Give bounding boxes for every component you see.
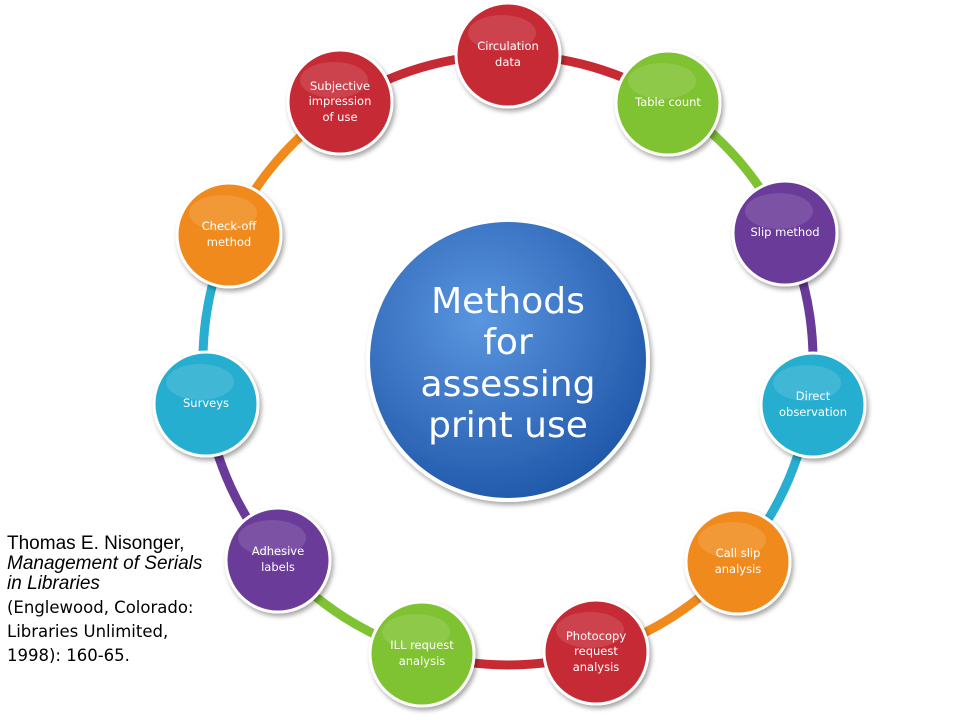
citation-publication: (Englewood, Colorado: Libraries Unlimite… [7,597,194,665]
citation-title: Management of Serials in Libraries [7,552,203,594]
node-subjective-impression-of-use [286,48,394,156]
node-highlight [382,614,450,650]
node-ill-request-analysis [368,600,476,708]
center-circle [366,218,650,502]
node-highlight [468,15,536,51]
node-highlight [773,365,841,401]
node-highlight [556,612,624,648]
node-highlight [189,195,257,231]
node-circulation-data [454,1,562,109]
node-direct-observation [759,351,867,459]
citation: Thomas E. Nisonger, Management of Serial… [7,534,207,668]
node-call-slip-analysis [684,508,792,616]
node-slip-method [731,179,839,287]
node-highlight [628,63,696,99]
node-check-off-method [175,181,283,289]
node-highlight [745,193,813,229]
node-highlight [166,364,234,400]
node-highlight [300,62,368,98]
node-photocopy-request-analysis [542,598,650,706]
node-highlight [238,520,306,556]
node-highlight [698,522,766,558]
node-table-count [614,49,722,157]
node-circles [152,1,867,708]
node-surveys [152,350,260,458]
node-adhesive-labels [224,506,332,614]
citation-author: Thomas E. Nisonger, [7,533,185,554]
